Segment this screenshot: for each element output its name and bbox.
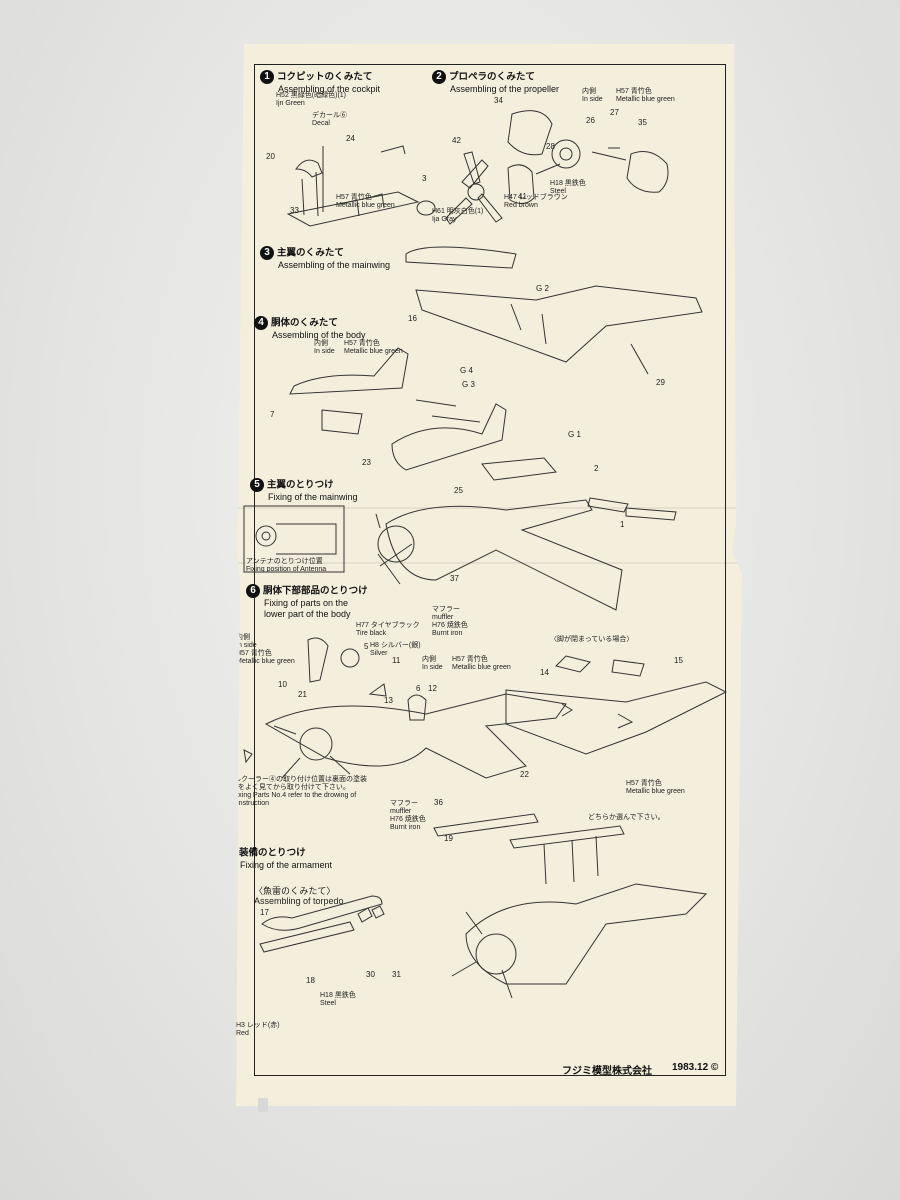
part-number: 20 (266, 152, 275, 161)
part-number: 17 (260, 908, 269, 917)
part-number: 24 (346, 134, 355, 143)
part-number: 31 (392, 970, 401, 979)
part-number: 21 (298, 690, 307, 699)
part-number: G 3 (462, 380, 475, 389)
part-number: 25 (454, 486, 463, 495)
part-number: 36 (434, 798, 443, 807)
part-number: 22 (520, 770, 529, 779)
part-number: 10 (278, 680, 287, 689)
lower-body-drawing (243, 637, 728, 779)
part-number: 15 (674, 656, 683, 665)
mainwing-drawing (405, 246, 703, 375)
part-number: 30 (366, 970, 375, 979)
assembly-drawings (243, 110, 728, 999)
tape-tab (258, 1098, 268, 1112)
part-number: 3 (422, 174, 427, 183)
cockpit-drawing (286, 145, 420, 227)
part-number: 33 (290, 206, 299, 215)
gear-closed-note: 〈脚が閉まっている場合〉 (550, 636, 634, 643)
part-number: 35 (638, 118, 647, 127)
part-number: 11 (392, 656, 401, 665)
part-number: G 1 (568, 430, 581, 439)
part-number: 27 (610, 108, 619, 117)
part-number: 18 (306, 976, 315, 985)
part-number: 14 (540, 668, 549, 677)
part-number: 12 (428, 684, 437, 693)
cockpit-color-label: H52 黒緑色(暗緑色)(1)Ijn Green (276, 92, 347, 107)
footer-date: 1983.12 © (672, 1062, 719, 1073)
part-number: G 4 (460, 366, 473, 375)
torpedo-red-label: H3 レッド(赤)Red (236, 1022, 280, 1037)
step-7-heading: 7装備のとりつけ Fixing of the armament (236, 846, 332, 871)
choose-one-note: どちらか選んで下さい。 (588, 814, 665, 821)
part-number: 26 (586, 116, 595, 125)
part-number: 16 (408, 314, 417, 323)
part-number: 1 (620, 520, 625, 529)
part-number: 29 (656, 378, 665, 387)
body-drawing (289, 347, 507, 471)
part-number: 41 (518, 192, 527, 201)
part-number: G 2 (536, 284, 549, 293)
torpedo-heading: 〈魚雷のくみたて〉Assembling of torpedo (254, 886, 344, 906)
fold-line (236, 562, 742, 564)
instruction-frame (254, 64, 726, 1076)
part-number: 7 (270, 410, 275, 419)
part-number: 23 (362, 458, 371, 467)
part-number: 13 (384, 696, 393, 705)
part-number: 28 (546, 142, 555, 151)
propeller-drawing (416, 110, 669, 225)
part-number: 34 (494, 96, 503, 105)
mainwing-fixing-drawing (243, 457, 677, 611)
footer-company: フジミ模型株式会社 (562, 1066, 652, 1077)
part-number: 19 (444, 834, 453, 843)
propeller-gray-label: H61 明灰白色(1)Ija Gray (432, 208, 484, 223)
silver-label: H8 シルバー(銀)Silver (370, 642, 421, 657)
part-number: 37 (450, 574, 459, 583)
part-number: 42 (452, 136, 461, 145)
part-number: 6 (416, 684, 421, 693)
part-number: 2 (594, 464, 599, 473)
armament-drawing (259, 813, 708, 999)
part-number: 5 (364, 642, 369, 651)
